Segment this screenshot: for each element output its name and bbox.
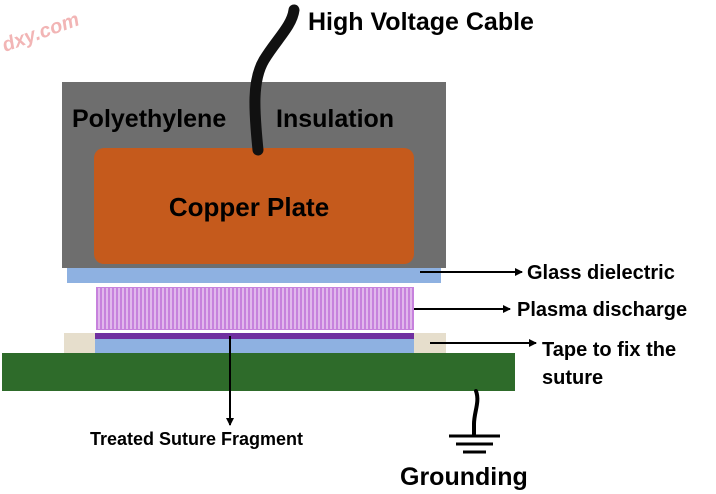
watermark-text: dxy.com	[0, 9, 82, 57]
lower-dielectric-layer	[95, 339, 414, 353]
cable-label: High Voltage Cable	[308, 8, 534, 36]
ground-symbol-icon	[449, 434, 500, 454]
copper-plate	[94, 148, 414, 264]
glass-dielectric-label: Glass dielectric	[527, 262, 675, 284]
copper-plate-label: Copper Plate	[169, 192, 329, 222]
glass-dielectric-layer	[67, 268, 441, 283]
tape-label-line1: Tape to fix the	[542, 339, 676, 361]
suture-label: Treated Suture Fragment	[90, 429, 303, 449]
treated-suture-fragment	[95, 333, 414, 339]
tape-label-line2: suture	[542, 367, 603, 389]
high-voltage-cable	[249, 4, 300, 156]
insulation-label-right: Insulation	[276, 105, 394, 133]
ground-plate	[2, 353, 515, 391]
plasma-discharge-filaments	[98, 288, 412, 329]
plasma-discharge-label: Plasma discharge	[517, 299, 687, 321]
grounding-label: Grounding	[400, 463, 528, 491]
ground-wire	[472, 389, 480, 436]
tape-left	[64, 333, 95, 353]
insulation-label-left: Polyethylene	[72, 105, 226, 133]
